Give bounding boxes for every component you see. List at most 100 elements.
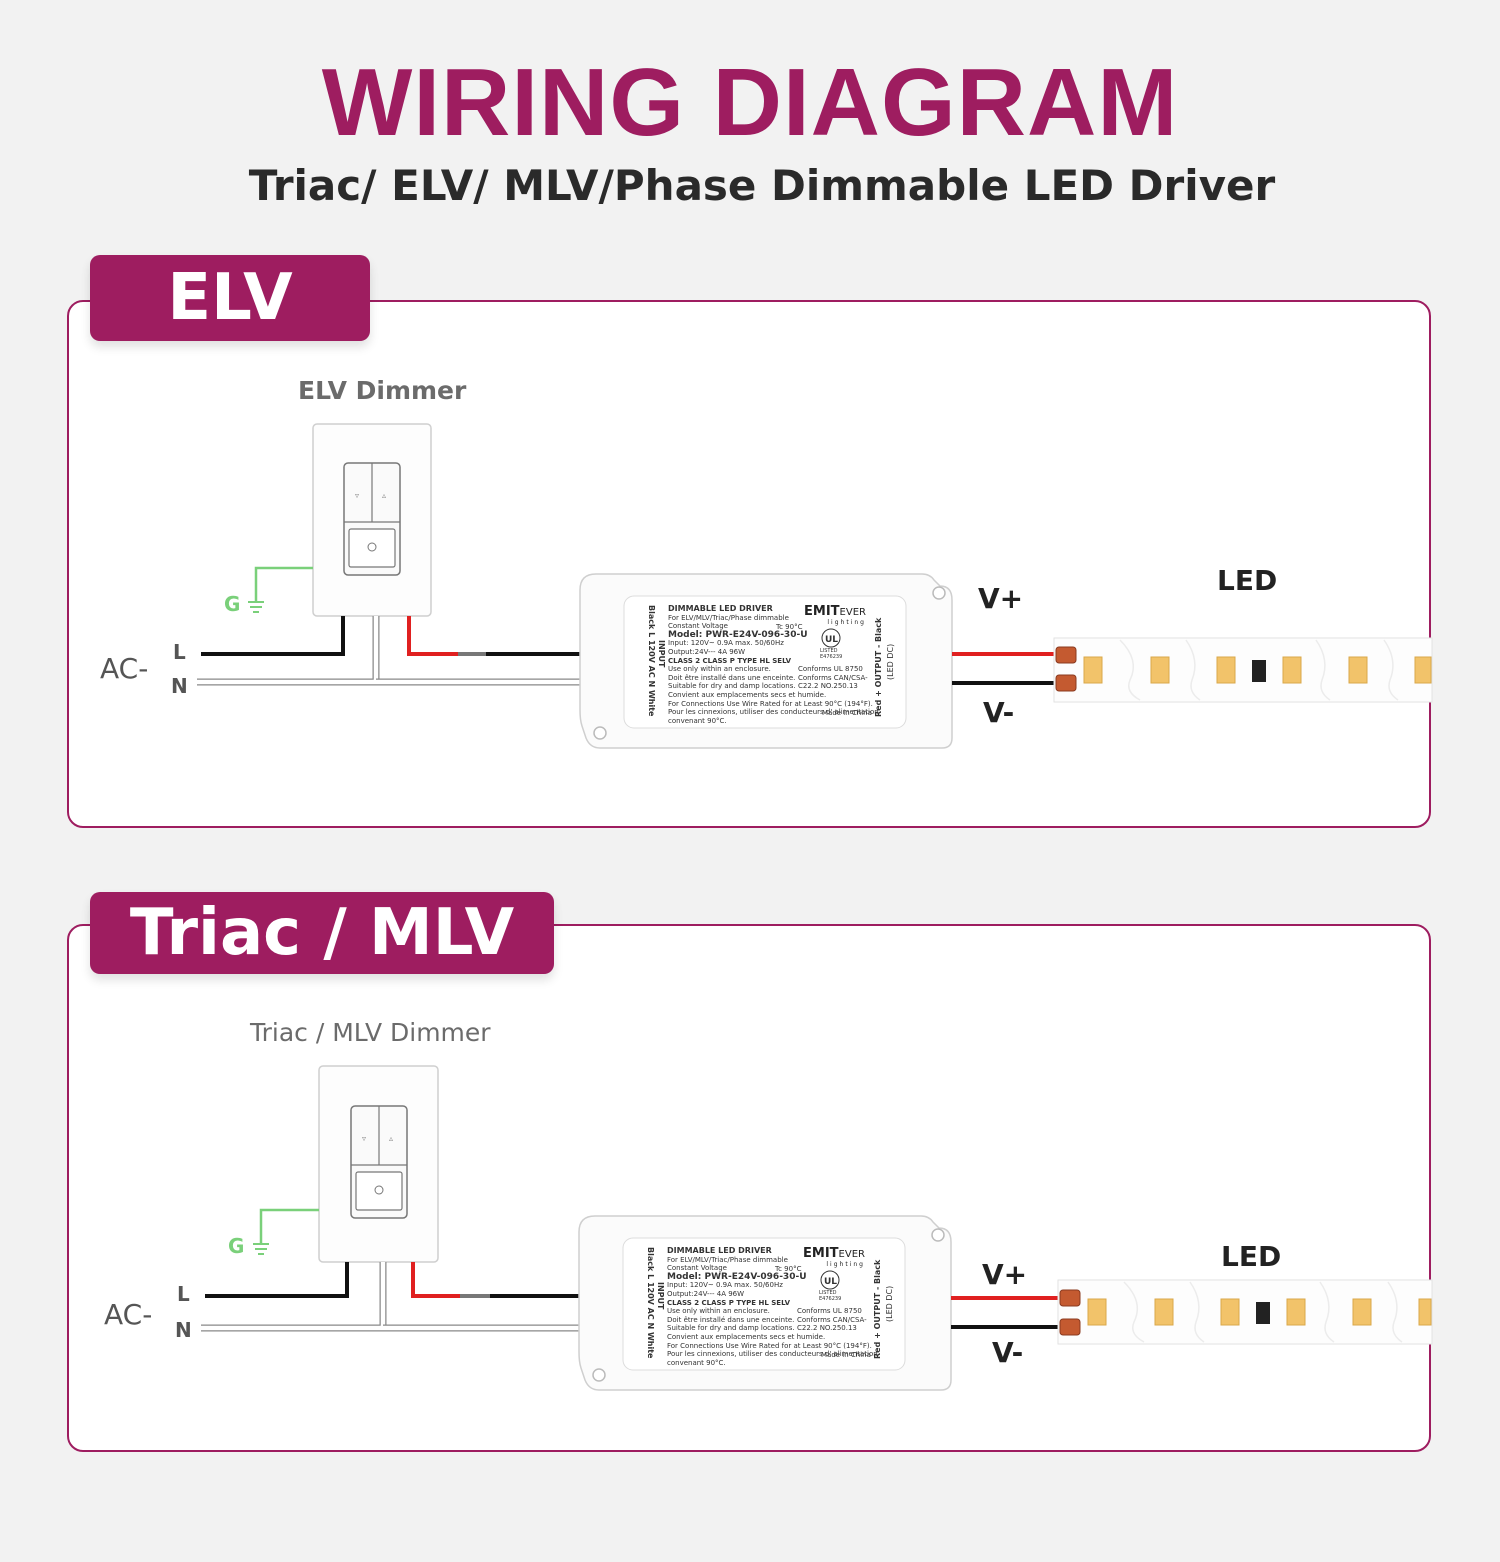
line-label: L	[173, 640, 186, 664]
ground-label: G	[228, 1234, 245, 1258]
brand-name: EMIT	[803, 1246, 839, 1261]
conforms-line: Conforms UL 8750	[798, 665, 863, 673]
brand-sub: lighting	[827, 619, 866, 626]
driver-output-side: Red + OUTPUT - Black	[874, 618, 883, 717]
driver-line: Pour les cinnexions, utiliser des conduc…	[668, 708, 879, 717]
wiring-diagram-elv: ▿ ▵ UL	[0, 360, 1500, 920]
output-side-text: Red + OUTPUT - Black	[874, 617, 883, 717]
v-plus-label: V+	[982, 1258, 1028, 1291]
brand-sub: lighting	[826, 1261, 865, 1268]
file-number: E476239	[820, 654, 843, 660]
driver-line: Input: 120V~ 0.9A max. 50/60Hz	[667, 1281, 783, 1290]
dimmer-switch: ▿ ▵	[318, 1065, 439, 1263]
svg-text:▿: ▿	[362, 1134, 366, 1143]
driver-input-side: Black L 120V AC N White	[647, 605, 656, 716]
driver-line: Model: PWR-E24V-096-30-U	[667, 1271, 807, 1282]
listed-text: LISTED	[820, 648, 838, 654]
v-plus-label: V+	[978, 582, 1024, 615]
conforms-line: C22.2 NO.250.13	[797, 1324, 857, 1333]
led-strip	[1057, 1279, 1433, 1345]
triac-mlv-panel	[67, 924, 1431, 1452]
v-minus-label: V-	[983, 696, 1015, 729]
driver-line: For ELV/MLV/Triac/Phase dimmable	[667, 1255, 788, 1264]
driver-line: Doit être installé dans une enceinte.	[667, 1315, 795, 1324]
led-driver: UL	[578, 1215, 952, 1391]
driver-made-in: Made in China	[822, 709, 872, 717]
svg-text:UL: UL	[825, 635, 838, 645]
section-tab-elv: ELV	[90, 255, 370, 341]
driver-line: For ELV/MLV/Triac/Phase dimmable	[668, 613, 789, 622]
driver-line: Input: 120V~ 0.9A max. 50/60Hz	[668, 639, 784, 648]
wiring-diagram-triac-mlv: ▿ ▵ UL	[0, 1002, 1500, 1562]
diagram-graphics: ▿ ▵ UL	[197, 423, 1433, 749]
led-label: LED	[1221, 1240, 1282, 1273]
driver-line: Constant Voltage	[668, 622, 728, 631]
driver-line: Convient aux emplacements secs et humide…	[668, 690, 827, 699]
driver-line: Output:24V--- 4A 96W	[668, 647, 746, 656]
driver-output-word: (LED DC)	[885, 1285, 894, 1322]
line-label: L	[177, 1282, 190, 1306]
driver-line: Convient aux emplacements secs et humide…	[667, 1332, 826, 1341]
driver-brand: EMITEVER lighting	[803, 1246, 865, 1268]
driver-line: Use only within an enclosure.	[668, 665, 771, 674]
brand-suffix: EVER	[838, 1249, 865, 1260]
ac-label: AC-	[100, 652, 149, 685]
dimmer-switch: ▿ ▵	[312, 423, 432, 617]
diagram-graphics: ▿ ▵ UL	[201, 1065, 1433, 1391]
svg-text:▵: ▵	[389, 1134, 393, 1143]
ground-label: G	[224, 592, 241, 616]
driver-line: DIMMABLE LED DRIVER	[668, 604, 773, 613]
file-number: E476239	[819, 1296, 842, 1302]
driver-spec-text: DIMMABLE LED DRIVER For ELV/MLV/Triac/Ph…	[667, 1246, 878, 1367]
driver-line: Suitable for dry and damp locations.	[667, 1324, 795, 1333]
page-title: WIRING DIAGRAM	[321, 49, 1179, 156]
conforms-line: C22.2 NO.250.13	[798, 682, 858, 691]
led-driver: UL	[579, 573, 953, 749]
dimmer-label: ELV Dimmer	[298, 376, 467, 405]
driver-brand: EMITEVER lighting	[804, 604, 866, 626]
driver-line: For Connections Use Wire Rated for at Le…	[667, 1341, 872, 1350]
driver-line: Model: PWR-E24V-096-30-U	[668, 629, 808, 640]
brand-name: EMIT	[804, 604, 840, 619]
led-label: LED	[1217, 564, 1278, 597]
dimmer-label: Triac / MLV Dimmer	[250, 1018, 491, 1047]
driver-listing: LISTED E476239	[819, 1290, 841, 1302]
driver-line: Output:24V--- 4A 96W	[667, 1289, 745, 1298]
svg-text:▵: ▵	[382, 491, 386, 500]
driver-output-word: (LED DC)	[886, 643, 895, 680]
driver-tc: Tc 90°C	[776, 623, 803, 631]
driver-line: convenant 90°C.	[668, 716, 727, 725]
brand-suffix: EVER	[839, 607, 866, 618]
driver-line: Use only within an enclosure.	[667, 1307, 770, 1316]
driver-line: Constant Voltage	[667, 1264, 727, 1273]
driver-line: CLASS 2 CLASS P TYPE HL SELV	[667, 1298, 791, 1307]
driver-line: convenant 90°C.	[667, 1358, 726, 1367]
section-tab-triac-mlv: Triac / MLV	[90, 892, 554, 974]
driver-spec-text: DIMMABLE LED DRIVER For ELV/MLV/Triac/Ph…	[668, 604, 879, 725]
conforms-line: Conforms UL 8750	[797, 1307, 862, 1315]
driver-line: DIMMABLE LED DRIVER	[667, 1246, 772, 1255]
driver-made-in: Made in China	[821, 1351, 871, 1359]
page-subtitle: Triac/ ELV/ MLV/Phase Dimmable LED Drive…	[248, 161, 1276, 210]
svg-text:UL: UL	[824, 1277, 837, 1287]
driver-input-side: Black L 120V AC N White	[646, 1247, 655, 1358]
v-minus-label: V-	[992, 1336, 1024, 1369]
driver-input-word: INPUT	[657, 640, 666, 668]
neutral-label: N	[175, 1318, 192, 1342]
driver-output-side: Red + OUTPUT - Black	[873, 1260, 882, 1359]
driver-conforms: Conforms UL 8750 Conforms CAN/CSA- C22.2…	[798, 665, 868, 691]
input-side-text: Black L 120V AC N White	[647, 605, 656, 717]
output-side-text: Red + OUTPUT - Black	[873, 1259, 882, 1359]
driver-tc: Tc 90°C	[775, 1265, 802, 1273]
conforms-line: Conforms CAN/CSA-	[797, 1315, 867, 1324]
svg-text:▿: ▿	[355, 491, 359, 500]
driver-input-word: INPUT	[656, 1282, 665, 1310]
driver-line: Suitable for dry and damp locations.	[668, 682, 796, 691]
driver-listing: LISTED E476239	[820, 648, 842, 660]
conforms-line: Conforms CAN/CSA-	[798, 673, 868, 682]
driver-line: CLASS 2 CLASS P TYPE HL SELV	[668, 656, 792, 665]
led-strip	[1053, 637, 1433, 703]
ac-label: AC-	[104, 1298, 153, 1331]
neutral-label: N	[171, 674, 188, 698]
driver-conforms: Conforms UL 8750 Conforms CAN/CSA- C22.2…	[797, 1307, 867, 1333]
